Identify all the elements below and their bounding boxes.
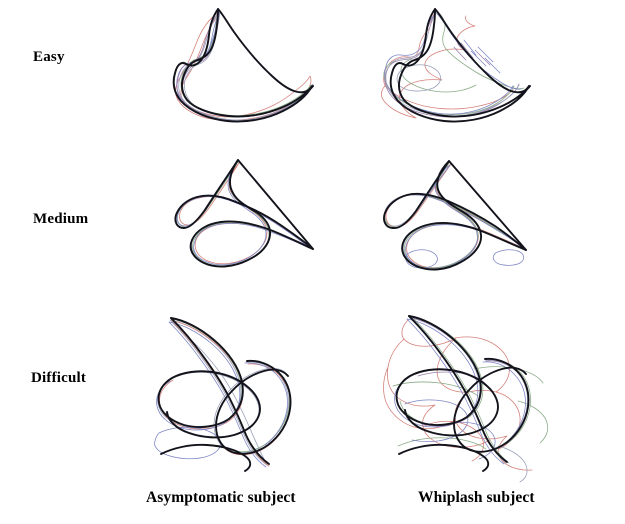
trial-trace bbox=[392, 316, 549, 464]
template-trace bbox=[408, 315, 508, 463]
template-trace-c bbox=[215, 359, 292, 455]
template-trace-d bbox=[398, 443, 490, 472]
trial-traces-medium-asymptomatic bbox=[176, 160, 313, 267]
template-trace bbox=[389, 8, 530, 123]
trial-trace bbox=[176, 160, 312, 267]
column-label-whiplash: Whiplash subject bbox=[418, 489, 535, 506]
row-label-easy: Easy bbox=[33, 49, 65, 65]
trial-trace bbox=[176, 163, 310, 266]
trial-trace bbox=[154, 321, 288, 468]
panel-medium-whiplash bbox=[378, 152, 573, 284]
column-label-asymptomatic: Asymptomatic subject bbox=[146, 489, 296, 506]
panel-difficult-asymptomatic bbox=[145, 308, 335, 478]
trial-trace bbox=[177, 161, 313, 267]
trial-trace bbox=[384, 12, 522, 115]
trial-trace bbox=[179, 162, 311, 265]
trial-trace bbox=[384, 14, 520, 118]
panel-easy-asymptomatic bbox=[160, 0, 350, 140]
trial-trace bbox=[385, 11, 520, 117]
trial-trace bbox=[383, 319, 533, 471]
trial-traces-difficult-whiplash bbox=[383, 316, 549, 483]
template-trace-upper bbox=[217, 8, 314, 94]
trial-traces-medium-whiplash bbox=[383, 161, 526, 270]
row-label-difficult: Difficult bbox=[31, 370, 87, 386]
trial-trace bbox=[178, 11, 314, 121]
row-label-medium: Medium bbox=[33, 211, 89, 227]
template-trace-lower bbox=[189, 159, 314, 268]
panel-difficult-whiplash bbox=[378, 306, 578, 483]
panel-medium-asymptomatic bbox=[163, 152, 353, 282]
template-trace-upper bbox=[434, 8, 531, 94]
panel-easy-whiplash bbox=[372, 0, 572, 140]
template-trace bbox=[170, 317, 270, 465]
trial-trace bbox=[383, 161, 526, 269]
template-trace bbox=[383, 160, 527, 251]
template-trace bbox=[174, 159, 314, 250]
template-trace-d bbox=[160, 443, 252, 472]
trial-trace bbox=[385, 163, 525, 269]
template-trace-lower bbox=[401, 160, 527, 271]
